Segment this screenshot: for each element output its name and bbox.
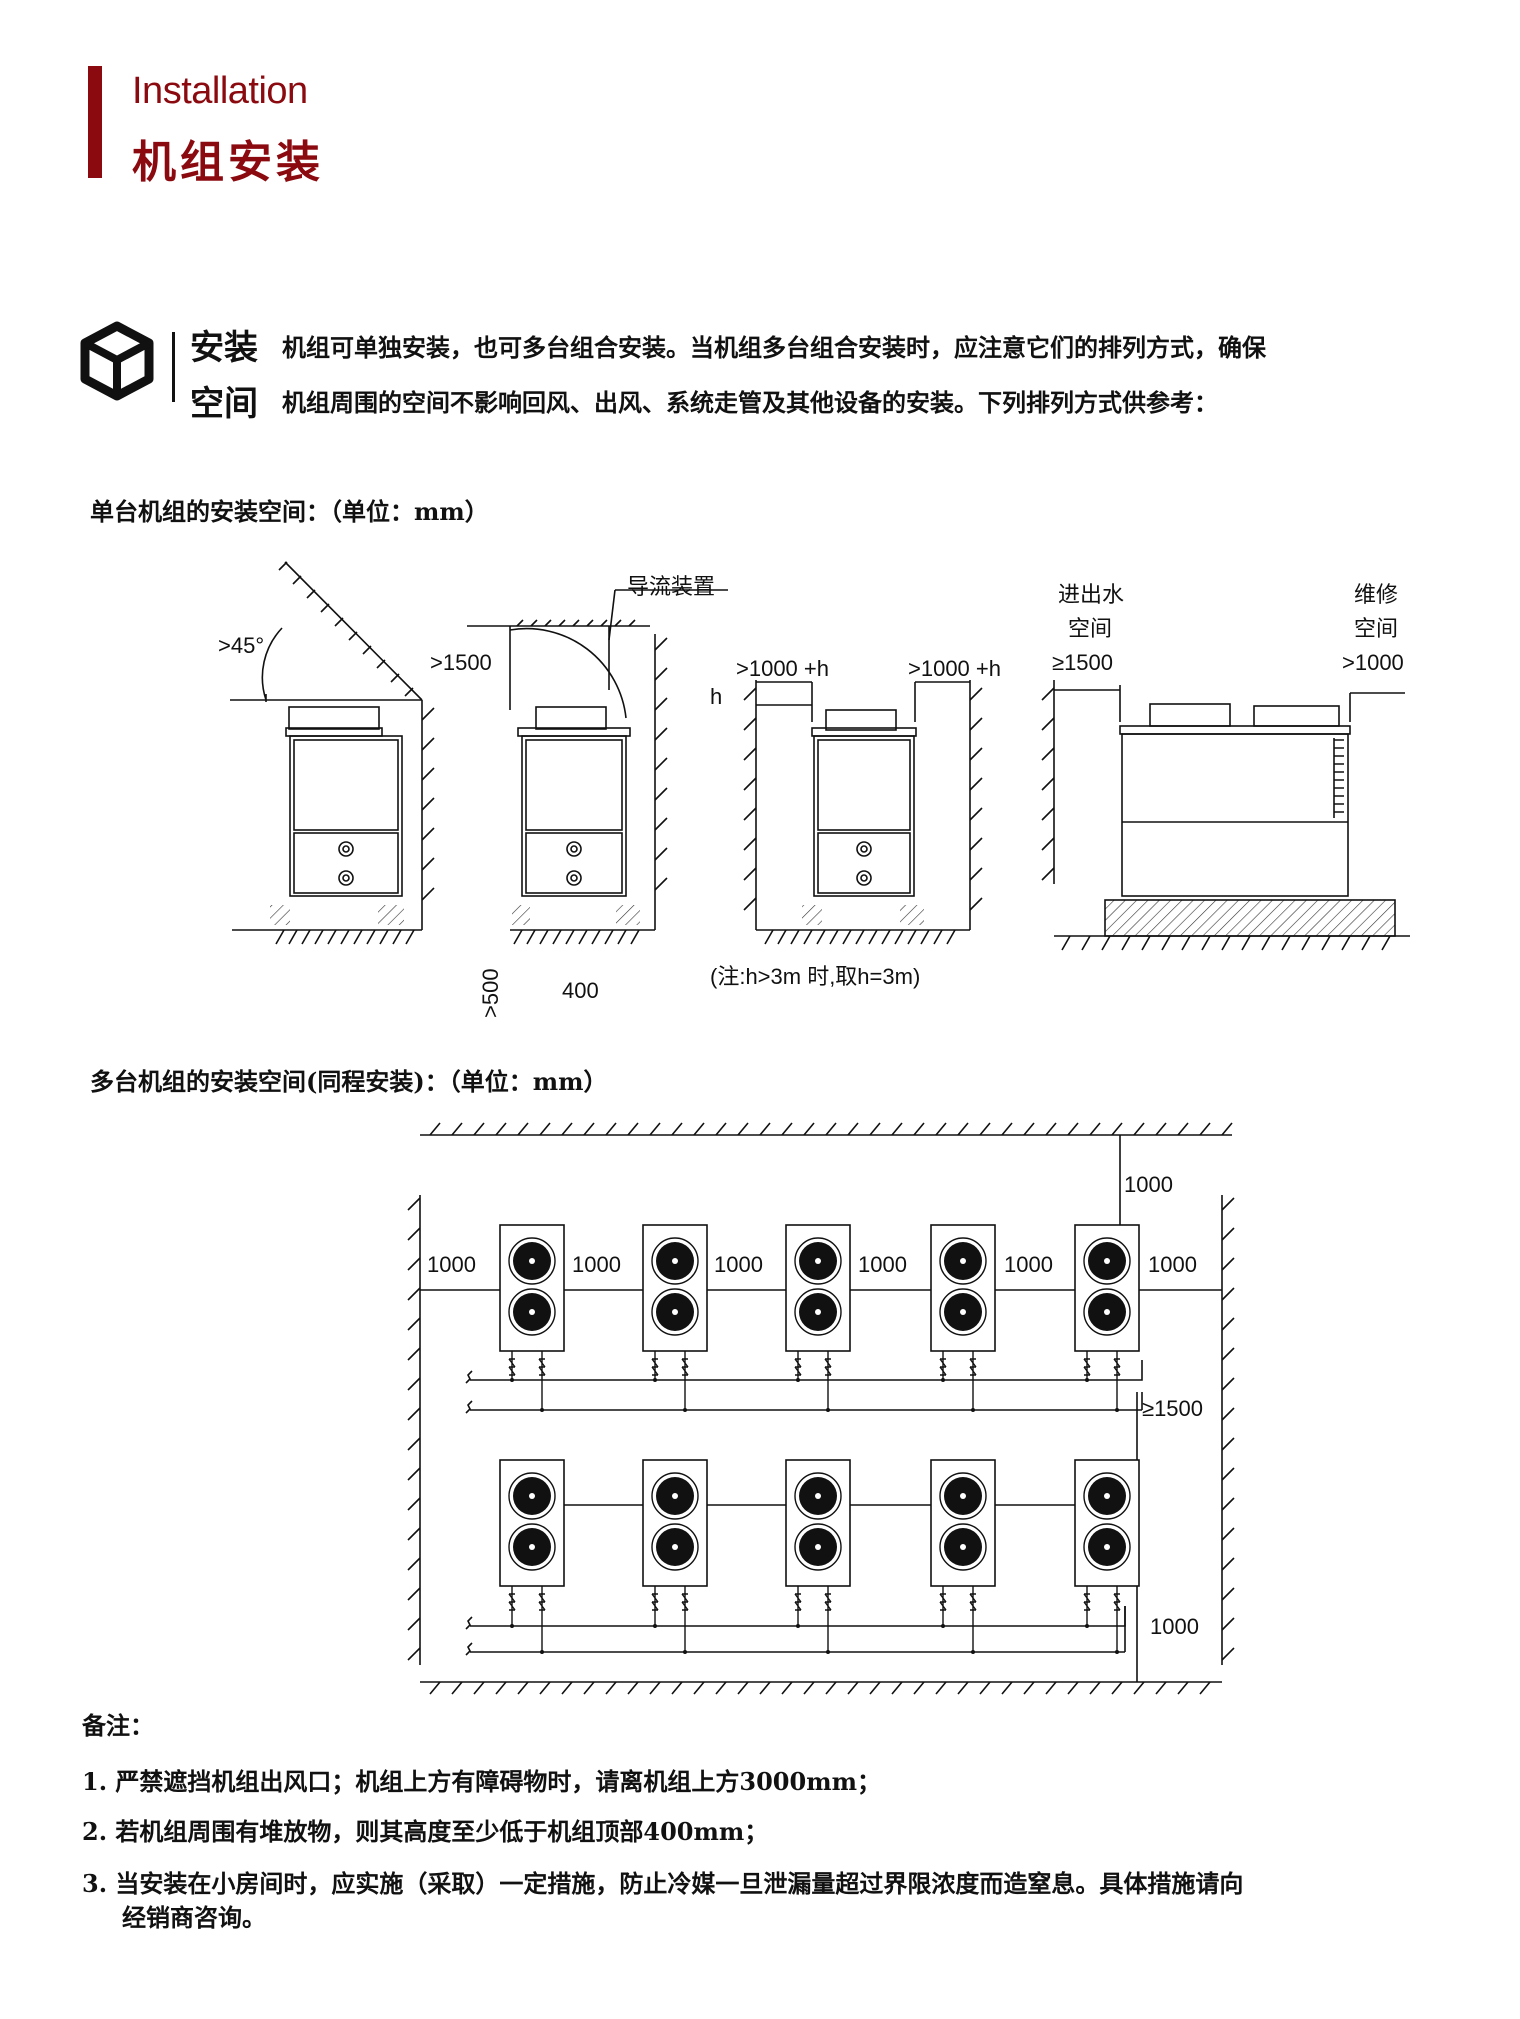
fan-icon <box>939 1288 987 1336</box>
diagram-height-clearance <box>743 680 983 945</box>
h-note: (注:h>3m 时,取h=3m) <box>710 964 920 989</box>
fan-icon <box>939 1523 987 1571</box>
intro-keyword-space: 空间 <box>190 384 258 424</box>
intro-divider <box>172 332 175 402</box>
unit-box <box>930 1459 996 1654</box>
unit-box <box>642 1224 708 1412</box>
water-label-2: 空间 <box>1068 616 1112 641</box>
single-unit-heading: 单台机组的安装空间：（单位：mm） <box>90 497 489 526</box>
diagram-deflector <box>467 589 728 945</box>
fan-icon <box>794 1288 842 1336</box>
top-gap-label: 1000 <box>1124 1172 1173 1197</box>
maint-label-1: 维修 <box>1354 582 1398 607</box>
unit-pipes <box>508 1351 546 1412</box>
unit-pipes <box>939 1351 977 1412</box>
fan-icon <box>508 1472 556 1520</box>
unit-pipes <box>794 1586 832 1654</box>
fan-icon <box>508 1523 556 1571</box>
title-accent-bar <box>88 66 102 178</box>
row-gap-label: ≥1500 <box>1142 1396 1203 1421</box>
fan-icon <box>651 1288 699 1336</box>
water-label-1: 进出水 <box>1058 582 1124 607</box>
multi-unit-diagram: 1000 1000 1000 1000 1000 1000 1000 ≥1500… <box>407 1122 1235 1695</box>
h-right-label: >1000 +h <box>908 656 1001 681</box>
maint-label-2: 空间 <box>1354 616 1398 641</box>
title-chinese: 机组安装 <box>132 137 324 188</box>
fan-icon <box>651 1237 699 1285</box>
unit-pipes <box>939 1586 977 1654</box>
notes-heading: 备注： <box>82 1711 154 1740</box>
gap-label-4: 1000 <box>1004 1252 1053 1277</box>
title-english: Installation <box>132 70 308 112</box>
gap-label-5: 1000 <box>1148 1252 1197 1277</box>
fan-icon <box>1083 1288 1131 1336</box>
note-item-1: 1. 严禁遮挡机组出风口；机组上方有障碍物时，请离机组上方3000mm； <box>82 1767 881 1796</box>
unit-box <box>1074 1224 1140 1412</box>
fan-icon <box>1083 1523 1131 1571</box>
unit-pipes <box>1083 1351 1121 1412</box>
unit-box <box>642 1459 708 1654</box>
fan-icon <box>939 1472 987 1520</box>
diagram-angle-clearance <box>230 561 435 945</box>
top-clearance-label: >1500 <box>430 650 492 675</box>
multi-unit-heading: 多台机组的安装空间(同程安装)：（单位：mm） <box>90 1067 608 1096</box>
cube-icon <box>80 321 154 401</box>
h-left-label: >1000 +h <box>736 656 829 681</box>
unit-pipes <box>794 1351 832 1412</box>
single-unit-diagrams: >45° >1500 导流装置 >500 400 >1000 +h >1000 … <box>218 561 1410 1018</box>
maint-value: >1000 <box>1342 650 1404 675</box>
note-item-3: 3. 当安装在小房间时，应实施（采取）一定措施，防止冷媒一旦泄漏量超过界限浓度而… <box>82 1869 1244 1898</box>
bottom-width-label: 400 <box>562 978 599 1003</box>
fan-icon <box>794 1523 842 1571</box>
unit-grid <box>499 1224 1140 1654</box>
unit-pipes <box>1083 1586 1121 1654</box>
gap-label-0: 1000 <box>427 1252 476 1277</box>
unit-box <box>499 1459 565 1654</box>
bottom-gap-label: 1000 <box>1150 1614 1199 1639</box>
angle-label: >45° <box>218 633 264 658</box>
fan-icon <box>1083 1472 1131 1520</box>
h-label: h <box>710 684 722 709</box>
intro-line-1: 机组可单独安装，也可多台组合安装。当机组多台组合安装时，应注意它们的排列方式，确… <box>282 333 1266 362</box>
water-value: ≥1500 <box>1052 650 1113 675</box>
fan-icon <box>794 1472 842 1520</box>
fan-icon <box>651 1523 699 1571</box>
bottom-left-label: >500 <box>478 968 503 1018</box>
unit-box <box>930 1224 996 1412</box>
note-item-2: 2. 若机组周围有堆放物，则其高度至少低于机组顶部400mm； <box>82 1817 769 1846</box>
fan-icon <box>939 1237 987 1285</box>
intro-keyword-install: 安装 <box>190 328 258 368</box>
unit-box <box>785 1224 851 1412</box>
diagram-side-clearance <box>1041 680 1410 951</box>
note-item-3-cont: 经销商咨询。 <box>122 1903 266 1932</box>
gap-label-3: 1000 <box>858 1252 907 1277</box>
unit-pipes <box>651 1586 689 1654</box>
intro-line-2: 机组周围的空间不影响回风、出风、系统走管及其他设备的安装。下列排列方式供参考： <box>282 388 1218 417</box>
gap-label-1: 1000 <box>572 1252 621 1277</box>
fan-icon <box>794 1237 842 1285</box>
unit-pipes <box>651 1351 689 1412</box>
unit-box <box>785 1459 851 1654</box>
fan-icon <box>1083 1237 1131 1285</box>
fan-icon <box>508 1288 556 1336</box>
fan-icon <box>651 1472 699 1520</box>
unit-box <box>1074 1459 1140 1654</box>
deflector-label: 导流装置 <box>627 574 715 599</box>
fan-icon <box>508 1237 556 1285</box>
unit-box <box>499 1224 565 1412</box>
gap-label-2: 1000 <box>714 1252 763 1277</box>
unit-pipes <box>508 1586 546 1654</box>
